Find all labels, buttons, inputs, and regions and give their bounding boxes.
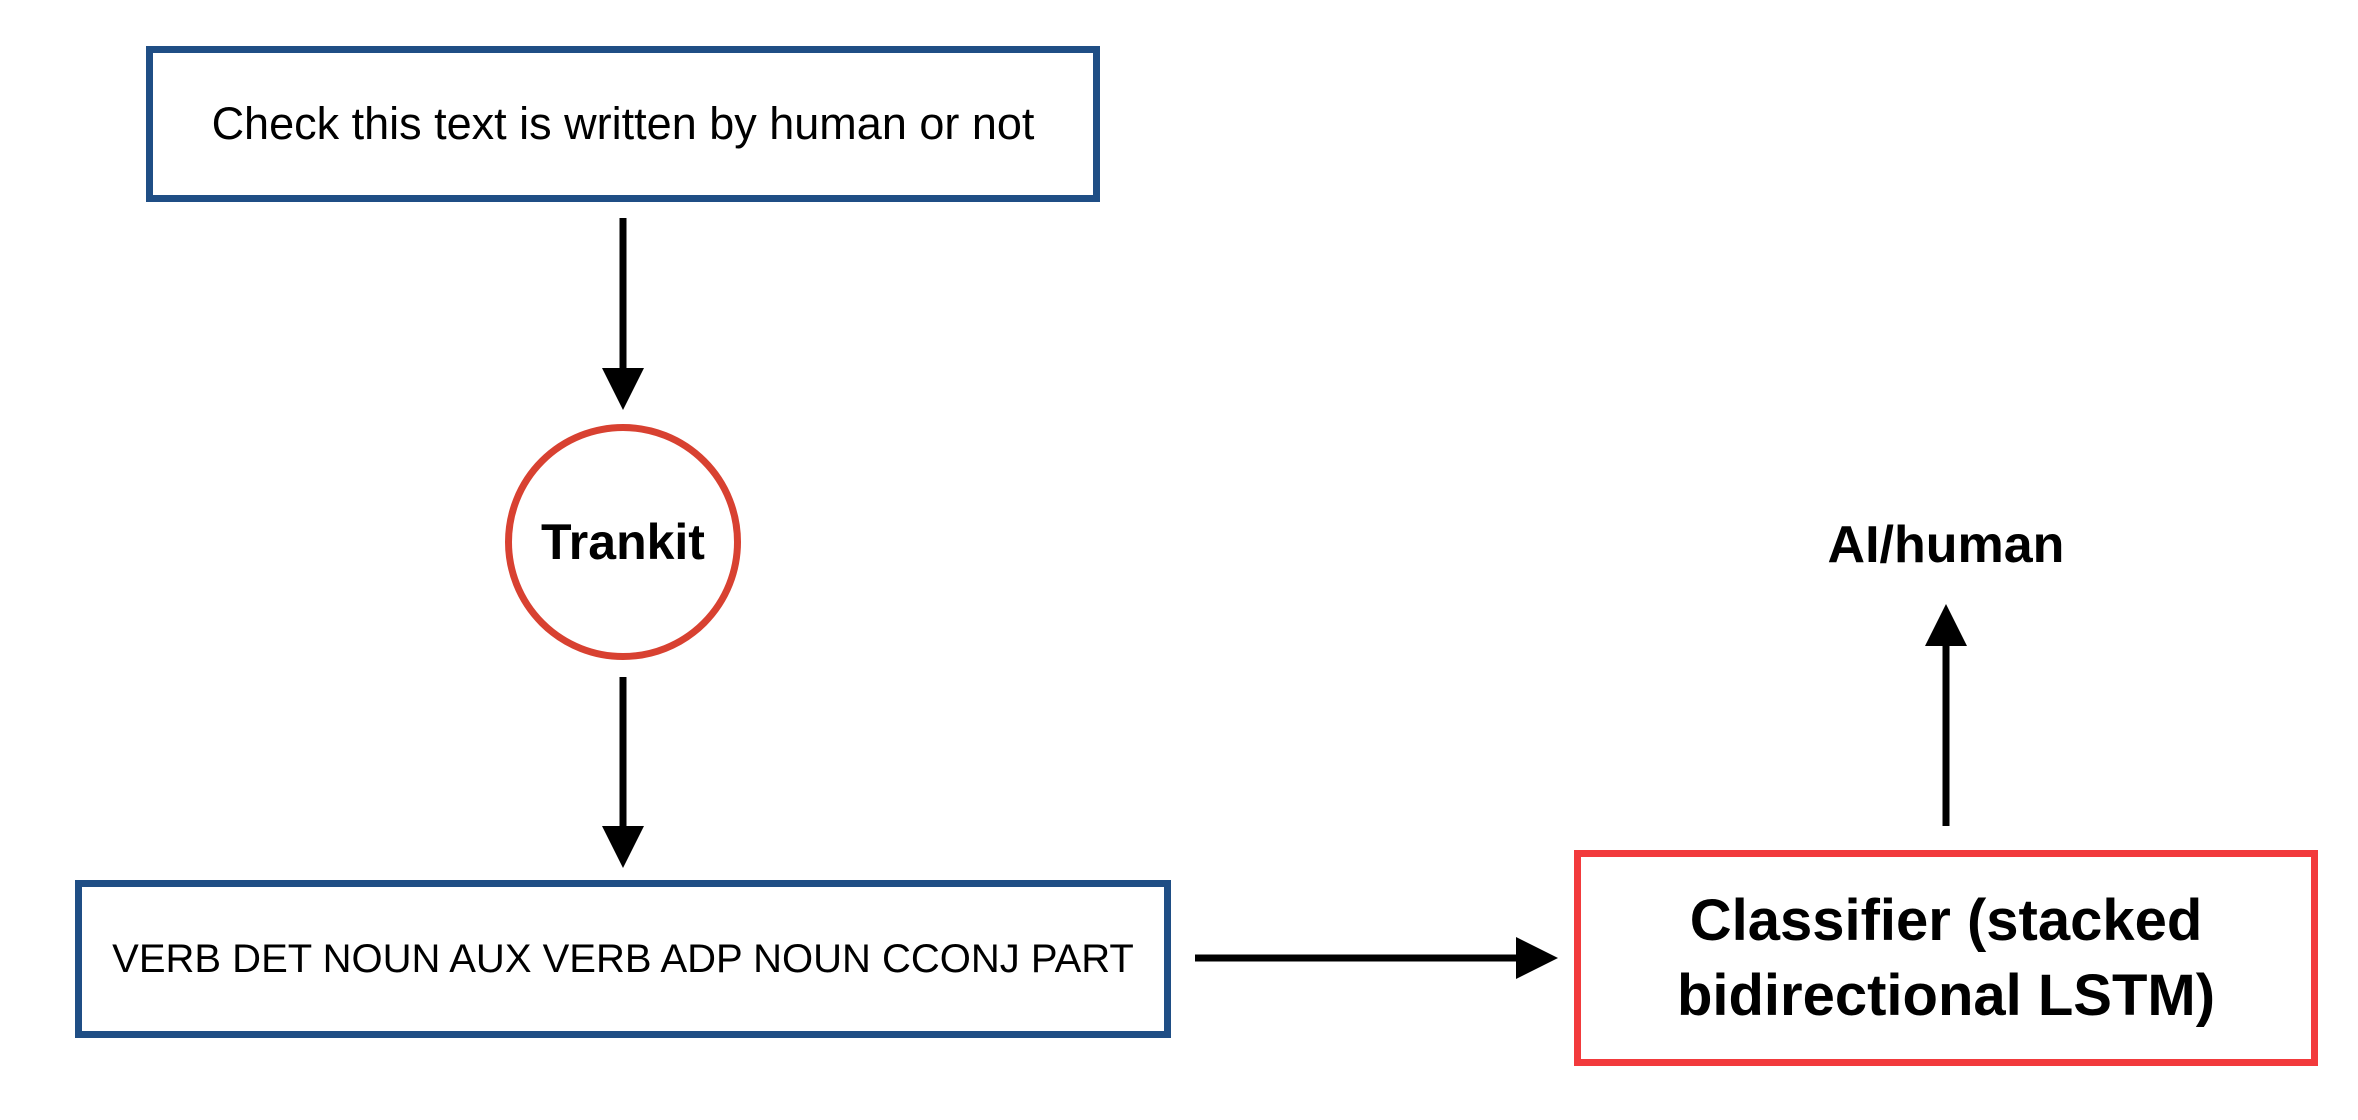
classifier-box: Classifier (stacked bidirectional LSTM) xyxy=(1574,850,2318,1066)
trankit-node: Trankit xyxy=(505,424,741,660)
input-text-label: Check this text is written by human or n… xyxy=(211,98,1035,149)
input-text-box: Check this text is written by human or n… xyxy=(146,46,1100,202)
output-label: AI/human xyxy=(1796,505,2096,585)
trankit-label: Trankit xyxy=(541,514,705,570)
pos-tags-box: VERB DET NOUN AUX VERB ADP NOUN CCONJ PA… xyxy=(75,880,1171,1038)
classifier-label-line1: Classifier (stacked xyxy=(1689,887,2203,953)
pos-tags-label: VERB DET NOUN AUX VERB ADP NOUN CCONJ PA… xyxy=(112,936,1134,981)
output-text: AI/human xyxy=(1827,516,2065,574)
classifier-label-line2: bidirectional LSTM) xyxy=(1676,963,2216,1028)
